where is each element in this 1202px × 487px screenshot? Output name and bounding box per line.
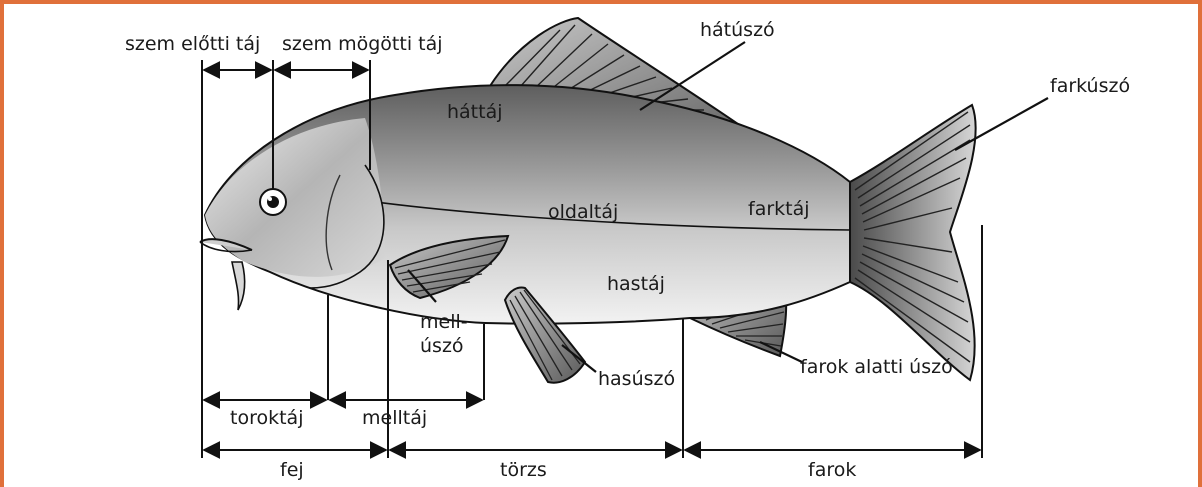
label-back-region: háttáj bbox=[447, 101, 503, 123]
label-tail: farok bbox=[808, 459, 856, 481]
label-head: fej bbox=[280, 459, 304, 481]
label-postorbital: szem mögötti táj bbox=[282, 33, 443, 55]
label-pectoral-fin-2: úszó bbox=[420, 335, 464, 357]
tail-fin bbox=[850, 105, 976, 380]
label-throat: toroktáj bbox=[230, 407, 303, 429]
barbel bbox=[232, 262, 245, 310]
label-trunk: törzs bbox=[500, 459, 547, 481]
label-anal-fin: farok alatti úszó bbox=[800, 356, 953, 378]
label-pectoral-fin-1: mell- bbox=[420, 311, 468, 333]
label-pelvic-fin: hasúszó bbox=[598, 368, 675, 390]
label-side-region: oldaltáj bbox=[548, 201, 618, 223]
label-dorsal-fin: hátúszó bbox=[700, 19, 775, 41]
label-preorbital: szem előtti táj bbox=[125, 33, 260, 55]
label-chest: melltáj bbox=[362, 407, 427, 429]
label-belly-region: hastáj bbox=[607, 273, 665, 295]
label-tail-region: farktáj bbox=[748, 198, 810, 220]
label-tail-fin: farkúszó bbox=[1050, 75, 1130, 97]
